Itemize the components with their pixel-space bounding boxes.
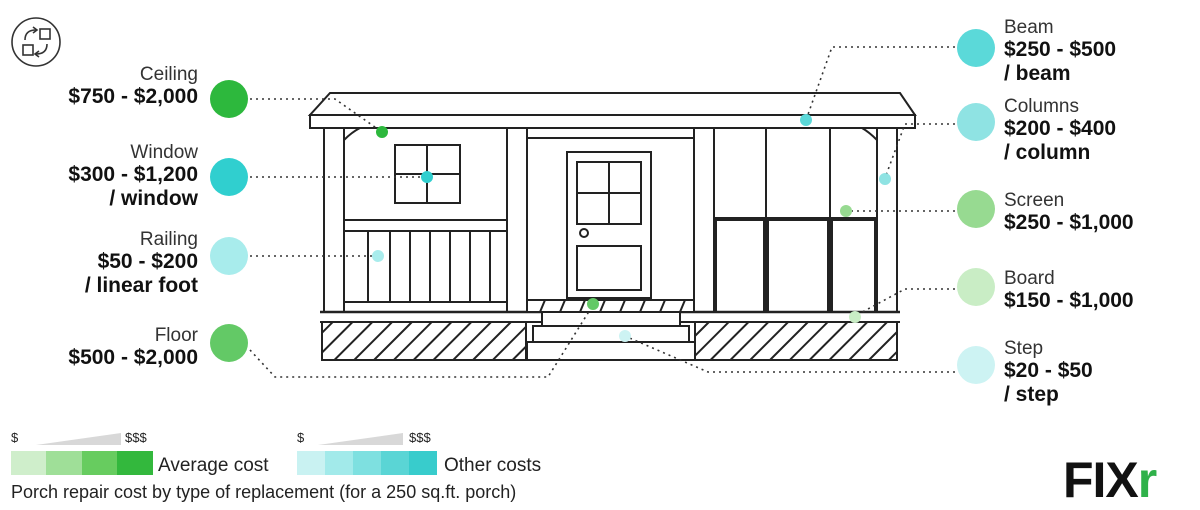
floor-label: Floor $500 - $2,000	[68, 325, 198, 370]
step-dot	[619, 330, 631, 342]
average-swatch-3	[82, 451, 117, 475]
average-high-marker: $$$	[125, 430, 147, 445]
logo-accent-text: r	[1137, 452, 1157, 508]
screen-dot	[840, 205, 852, 217]
board-circle	[957, 268, 995, 306]
floor-circle	[210, 324, 248, 362]
ceiling-label: Ceiling $750 - $2,000	[68, 64, 198, 109]
other-swatch-2	[325, 451, 353, 475]
other-swatch-5	[409, 451, 437, 475]
beam-label: Beam $250 - $500 / beam	[1004, 17, 1117, 85]
window-label: Window $300 - $1,200 / window	[68, 142, 198, 210]
step-circle	[957, 346, 995, 384]
columns-label: Columns $200 - $400 / column	[1004, 96, 1117, 164]
average-low-marker: $	[11, 430, 19, 445]
screen-label: Screen $250 - $1,000	[1004, 190, 1134, 235]
caption: Porch repair cost by type of replacement…	[11, 482, 517, 502]
board-dot	[849, 311, 861, 323]
beam-dot	[800, 114, 812, 126]
other-swatch-1	[297, 451, 325, 475]
arrows-replace-icon	[11, 17, 61, 67]
logo-main-text: FIX	[1063, 452, 1139, 508]
other-scale-wedge	[318, 433, 403, 445]
railing-label: Railing $50 - $200 / linear foot	[84, 229, 198, 297]
other-costs-label: Other costs	[444, 455, 542, 476]
other-swatch-3	[353, 451, 381, 475]
window-dot	[421, 171, 433, 183]
step-label: Step $20 - $50 / step	[1004, 338, 1093, 406]
average-cost-label: Average cost	[158, 455, 269, 476]
screen-circle	[957, 190, 995, 228]
other-swatch-4	[381, 451, 409, 475]
average-swatch-4	[117, 451, 153, 475]
floor-dot	[587, 298, 599, 310]
columns-dot	[879, 173, 891, 185]
average-swatch-2	[46, 451, 82, 475]
window-circle	[210, 158, 248, 196]
average-swatch-1	[11, 451, 46, 475]
other-low-marker: $	[297, 430, 305, 445]
fixr-logo: FIXr	[1063, 451, 1157, 509]
ceiling-circle	[210, 80, 248, 118]
board-label: Board $150 - $1,000	[1004, 268, 1134, 313]
beam-circle	[957, 29, 995, 67]
columns-circle	[957, 103, 995, 141]
average-scale-wedge	[36, 433, 121, 445]
other-high-marker: $$$	[409, 430, 431, 445]
railing-dot	[372, 250, 384, 262]
ceiling-dot	[376, 126, 388, 138]
railing-circle	[210, 237, 248, 275]
